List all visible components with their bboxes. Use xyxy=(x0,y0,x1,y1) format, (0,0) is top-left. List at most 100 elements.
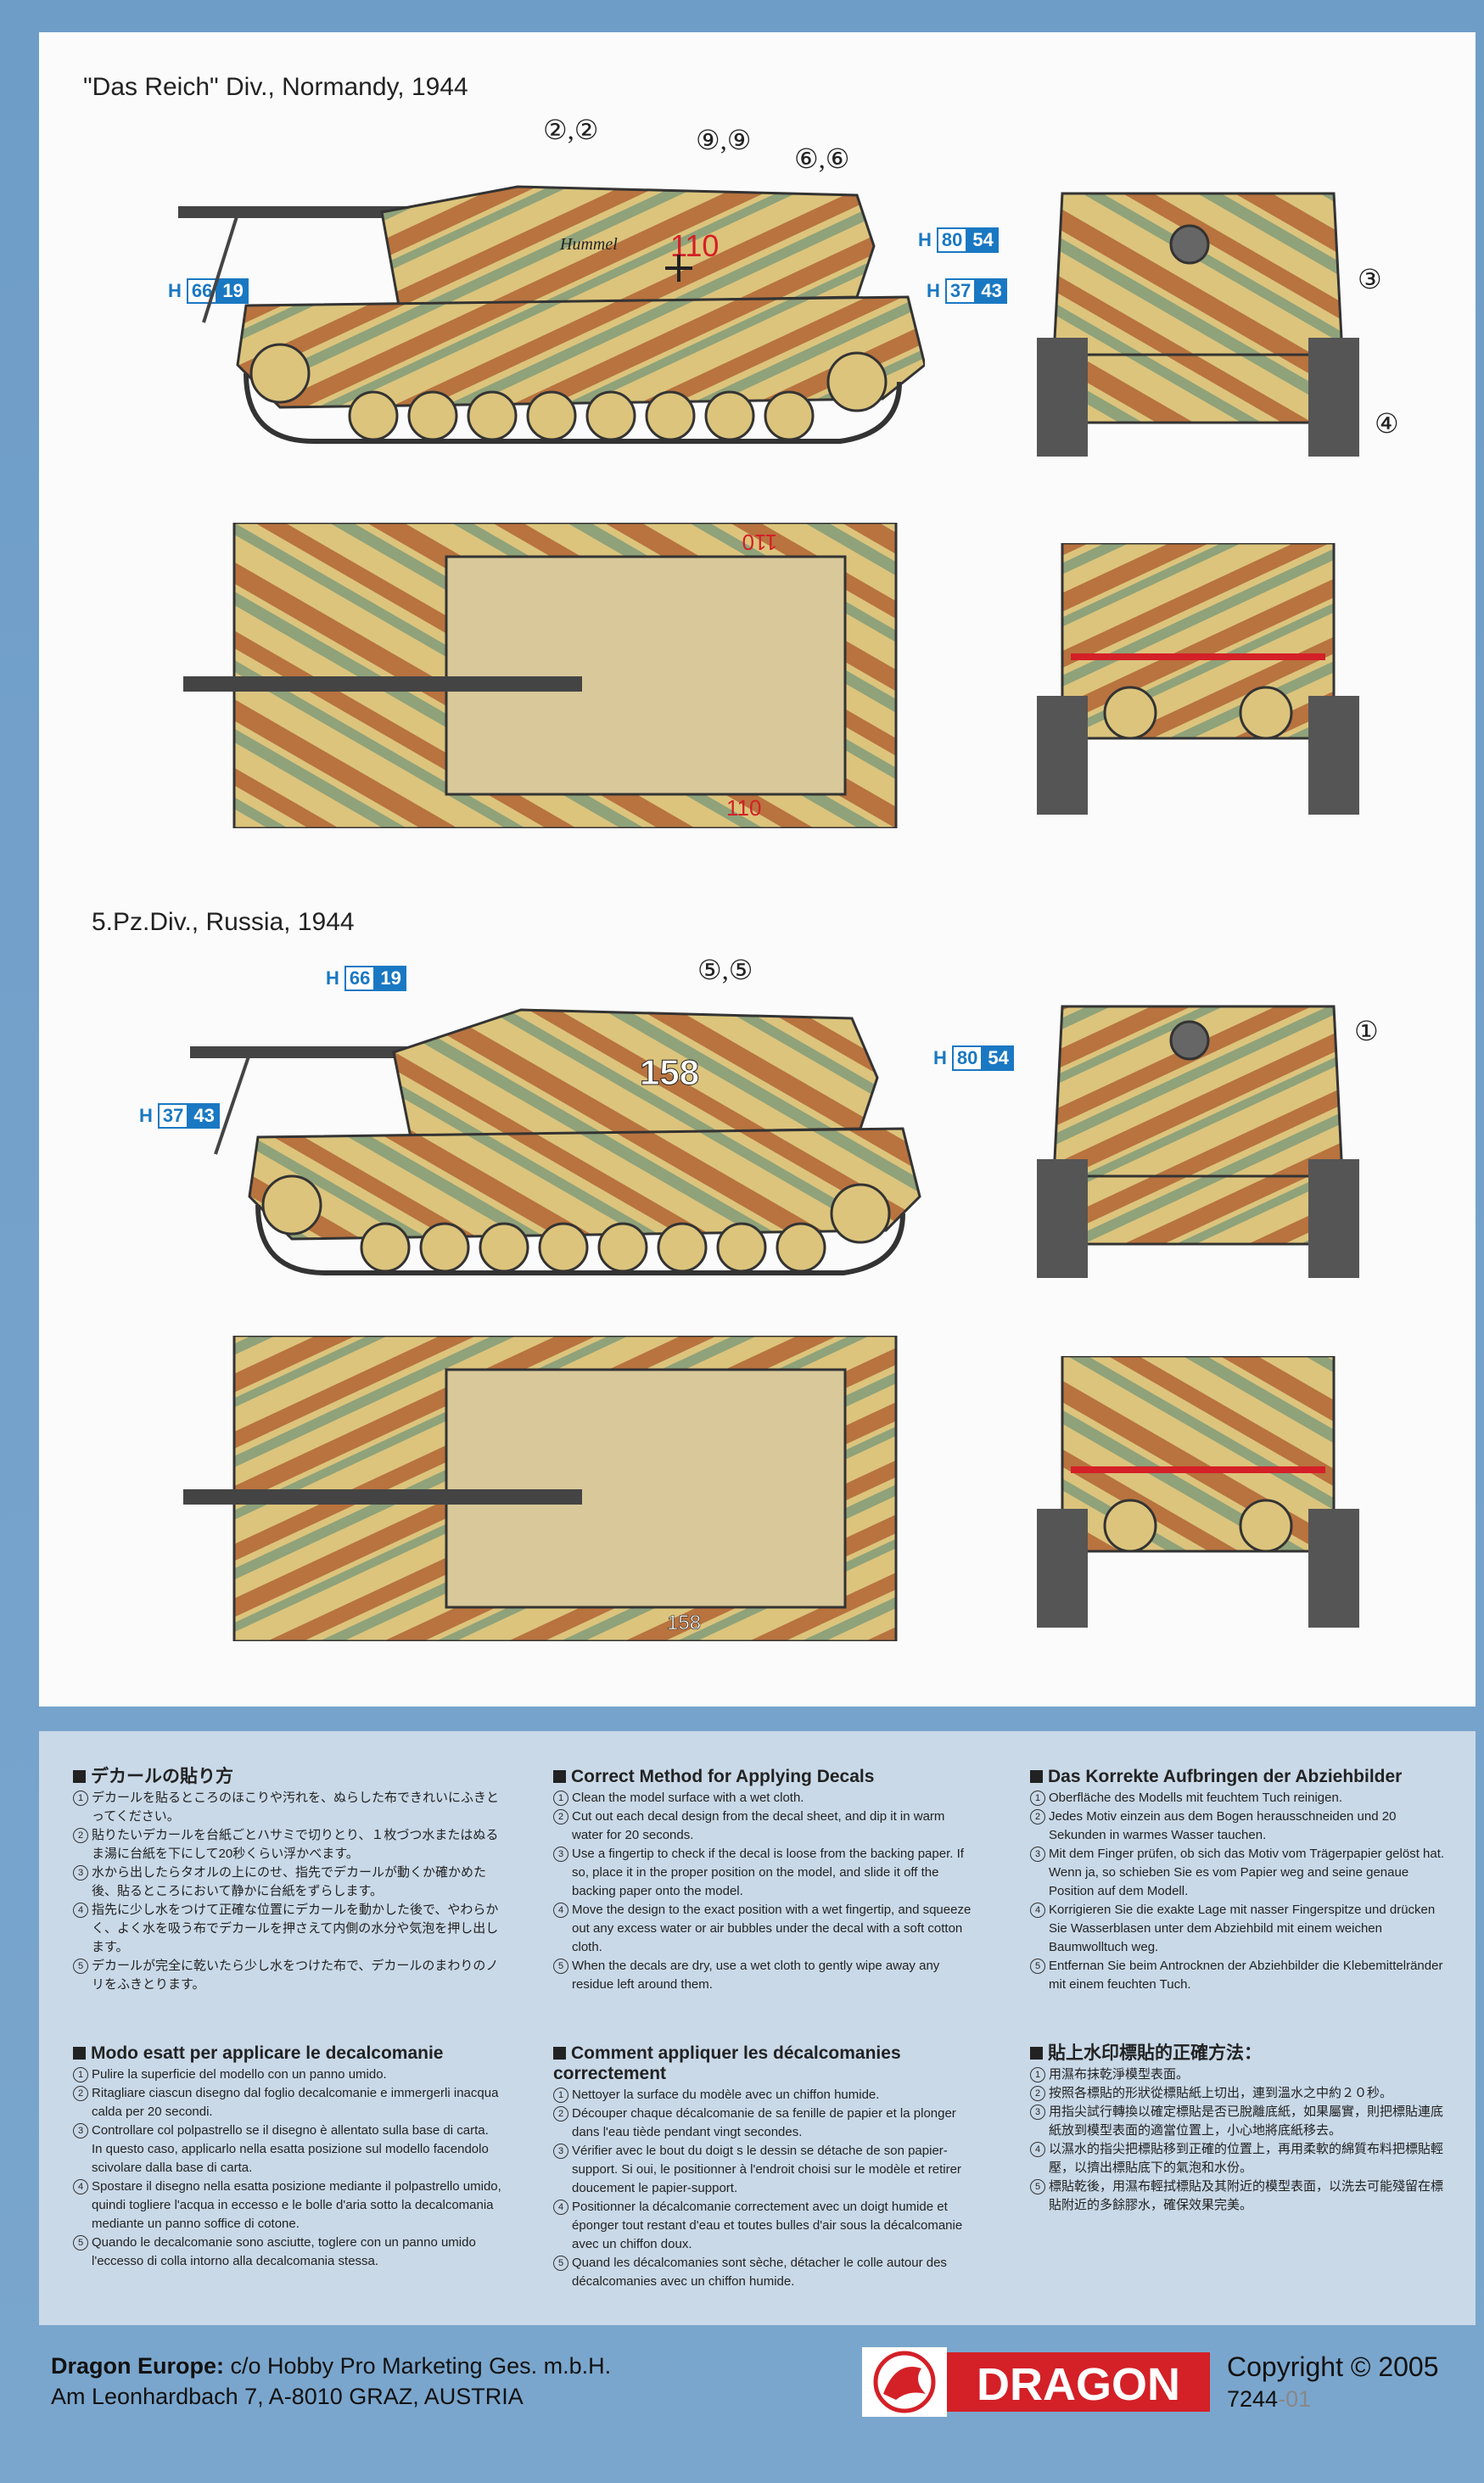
instructions-title: デカールの貼り方 xyxy=(73,1767,502,1787)
code-b: 43 xyxy=(188,1103,220,1129)
instructions-title: Das Korrekte Aufbringen der Abziehbilder xyxy=(1030,1767,1451,1787)
scheme-1-title: "Das Reich" Div., Normandy, 1944 xyxy=(83,73,468,101)
code-a: 80 xyxy=(951,1045,983,1071)
instructions-german: Das Korrekte Aufbringen der Abziehbilder… xyxy=(1030,1767,1451,1994)
vehicle-front-view-1 xyxy=(1037,192,1359,457)
instructions-title: Modo esatt per applicare le decalcomanie xyxy=(73,2043,502,2064)
vehicle-name-hummel: Hummel xyxy=(559,235,618,254)
copyright-text: Copyright © 2005 xyxy=(1227,2351,1439,2382)
code-b: 54 xyxy=(983,1045,1014,1071)
code-b: 43 xyxy=(976,278,1007,304)
code-prefix: H xyxy=(326,967,339,989)
decal-code-h80-54: H 80 54 xyxy=(918,227,999,253)
callout-5-5: ⑤,⑤ xyxy=(697,955,753,985)
kit-suffix: -01 xyxy=(1278,2386,1312,2412)
vehicle-side-view-2: 158 xyxy=(190,1008,921,1275)
copyright-block: Copyright © 2005 7244-01 xyxy=(1227,2351,1439,2415)
company-detail: c/o Hobby Pro Marketing Ges. m.b.H. xyxy=(224,2353,612,2379)
kit-number: 7244 xyxy=(1227,2386,1279,2412)
hull-number-110-top-b: 110 xyxy=(726,795,761,821)
decal-code-h37-43: H 37 43 xyxy=(927,278,1007,304)
gun-muzzle xyxy=(1169,224,1210,265)
road-wheels xyxy=(249,343,888,441)
hull-number-110-top: 110 xyxy=(742,530,777,555)
code-prefix: H xyxy=(168,280,182,301)
vehicle-rear-view-2 xyxy=(1037,1356,1359,1628)
instructions-title: 貼上水印標貼的正確方法： xyxy=(1030,2043,1451,2064)
code-prefix: H xyxy=(933,1047,947,1068)
superstructure xyxy=(380,185,876,307)
hull-number-158-top: 158 xyxy=(667,1611,701,1634)
callout-4: ④ xyxy=(1375,408,1399,439)
scheme-2-title: 5.Pz.Div., Russia, 1944 xyxy=(92,908,355,936)
vehicle-front-view-2 xyxy=(1037,1005,1359,1278)
code-b: 19 xyxy=(217,278,249,304)
dragon-logo: DRAGON xyxy=(862,2347,1210,2417)
code-a: 37 xyxy=(157,1103,189,1129)
decal-code-h37-43-b: H 37 43 xyxy=(139,1103,220,1129)
instructions-italian: Modo esatt per applicare le decalcomanie… xyxy=(73,2043,502,2271)
logo-wordmark: DRAGON xyxy=(977,2359,1180,2410)
company-name: Dragon Europe: xyxy=(51,2353,225,2379)
callout-2-2: ②,② xyxy=(543,115,599,145)
balkenkreuz-icon xyxy=(665,255,692,282)
code-a: 66 xyxy=(344,966,376,991)
dragon-emblem-icon xyxy=(873,2351,936,2413)
instructions-title: Correct Method for Applying Decals xyxy=(553,1767,974,1787)
callout-3: ③ xyxy=(1358,264,1382,294)
track xyxy=(244,373,902,444)
callout-6-6: ⑥,⑥ xyxy=(794,143,850,174)
instructions-title: Comment appliquer les décalcomanies corr… xyxy=(553,2043,974,2084)
callout-9-9: ⑨,⑨ xyxy=(696,125,752,155)
vehicle-top-view-1: 110 110 xyxy=(183,523,898,828)
hull-number-158: 158 xyxy=(640,1052,699,1092)
hull xyxy=(236,295,925,409)
code-a: 80 xyxy=(936,227,968,253)
vehicle-top-view-2: 158 xyxy=(183,1336,898,1641)
code-a: 37 xyxy=(944,278,977,304)
code-b: 54 xyxy=(967,227,999,253)
vehicle-rear-view-1 xyxy=(1037,543,1359,815)
road-wheels xyxy=(261,1174,891,1273)
code-b: 19 xyxy=(375,966,406,991)
code-prefix: H xyxy=(918,229,932,250)
instructions-french: Comment appliquer les décalcomanies corr… xyxy=(553,2043,974,2291)
code-prefix: H xyxy=(927,280,940,301)
kit-code: 7244-01 xyxy=(1227,2383,1439,2415)
decal-code-h80-54-b: H 80 54 xyxy=(933,1045,1014,1071)
code-prefix: H xyxy=(139,1105,153,1126)
decal-instructions-panel xyxy=(39,1731,1476,2325)
address-line: Am Leonhardbach 7, A-8010 GRAZ, AUSTRIA xyxy=(51,2384,524,2409)
footer-address: Dragon Europe: c/o Hobby Pro Marketing G… xyxy=(51,2351,611,2412)
